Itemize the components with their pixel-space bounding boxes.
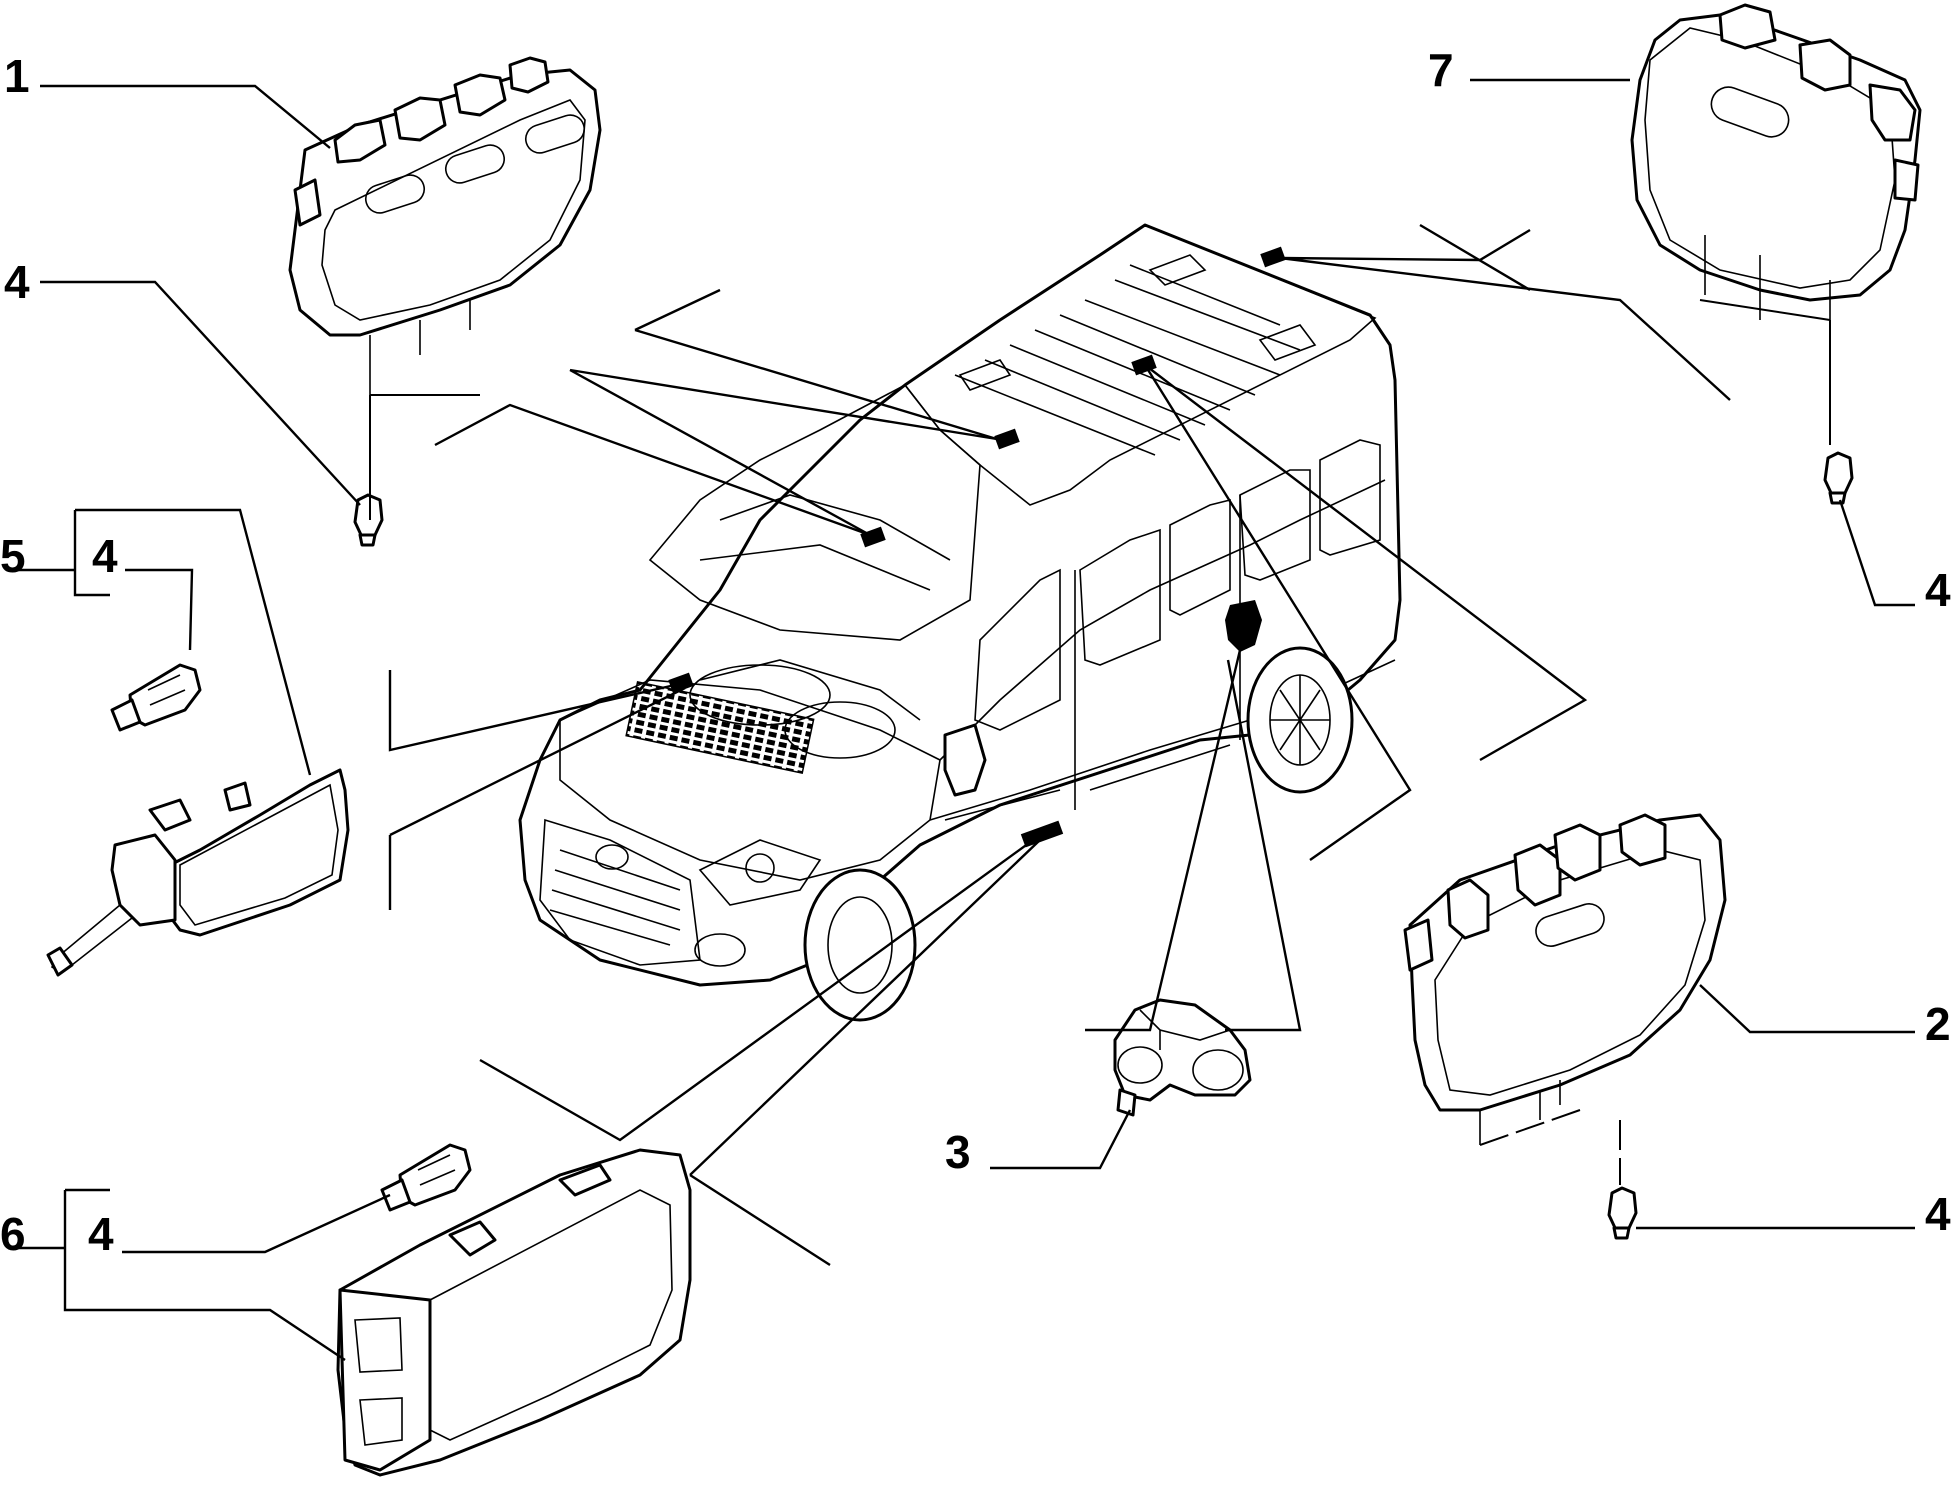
callout-3: 3 — [945, 1126, 971, 1178]
callout-labels: 1 4 5 4 6 4 3 7 4 2 4 — [0, 44, 1951, 1260]
callout-4-bracket-6: 4 — [88, 1208, 114, 1260]
bulb-wedge-c — [1823, 451, 1854, 505]
bulb-festoon-d — [380, 1143, 472, 1212]
callout-4-right: 4 — [1925, 564, 1951, 616]
part-1-roof-lamp — [288, 56, 602, 395]
bulb-festoon-b — [110, 663, 202, 732]
bulb-wedge-a — [353, 493, 384, 547]
part-5-lamp — [46, 768, 350, 977]
bulb-wedge-e — [1607, 1186, 1638, 1240]
part-3-door-switch — [1113, 998, 1252, 1117]
part-6-lamp — [336, 1148, 692, 1477]
callout-1: 1 — [4, 50, 30, 102]
callout-5: 5 — [0, 530, 26, 582]
part-7-roof-lamp — [1630, 3, 1922, 320]
leader-lines — [8, 78, 1915, 1361]
callout-4-bottom-right: 4 — [1925, 1188, 1951, 1240]
part-2-lamp — [1403, 813, 1727, 1145]
callout-6: 6 — [0, 1208, 26, 1260]
callout-2: 2 — [1925, 998, 1951, 1050]
callout-4-bracket-5: 4 — [92, 530, 118, 582]
van-illustration — [518, 223, 1402, 1022]
callout-7: 7 — [1428, 44, 1454, 96]
callout-4-top-left: 4 — [4, 256, 30, 308]
